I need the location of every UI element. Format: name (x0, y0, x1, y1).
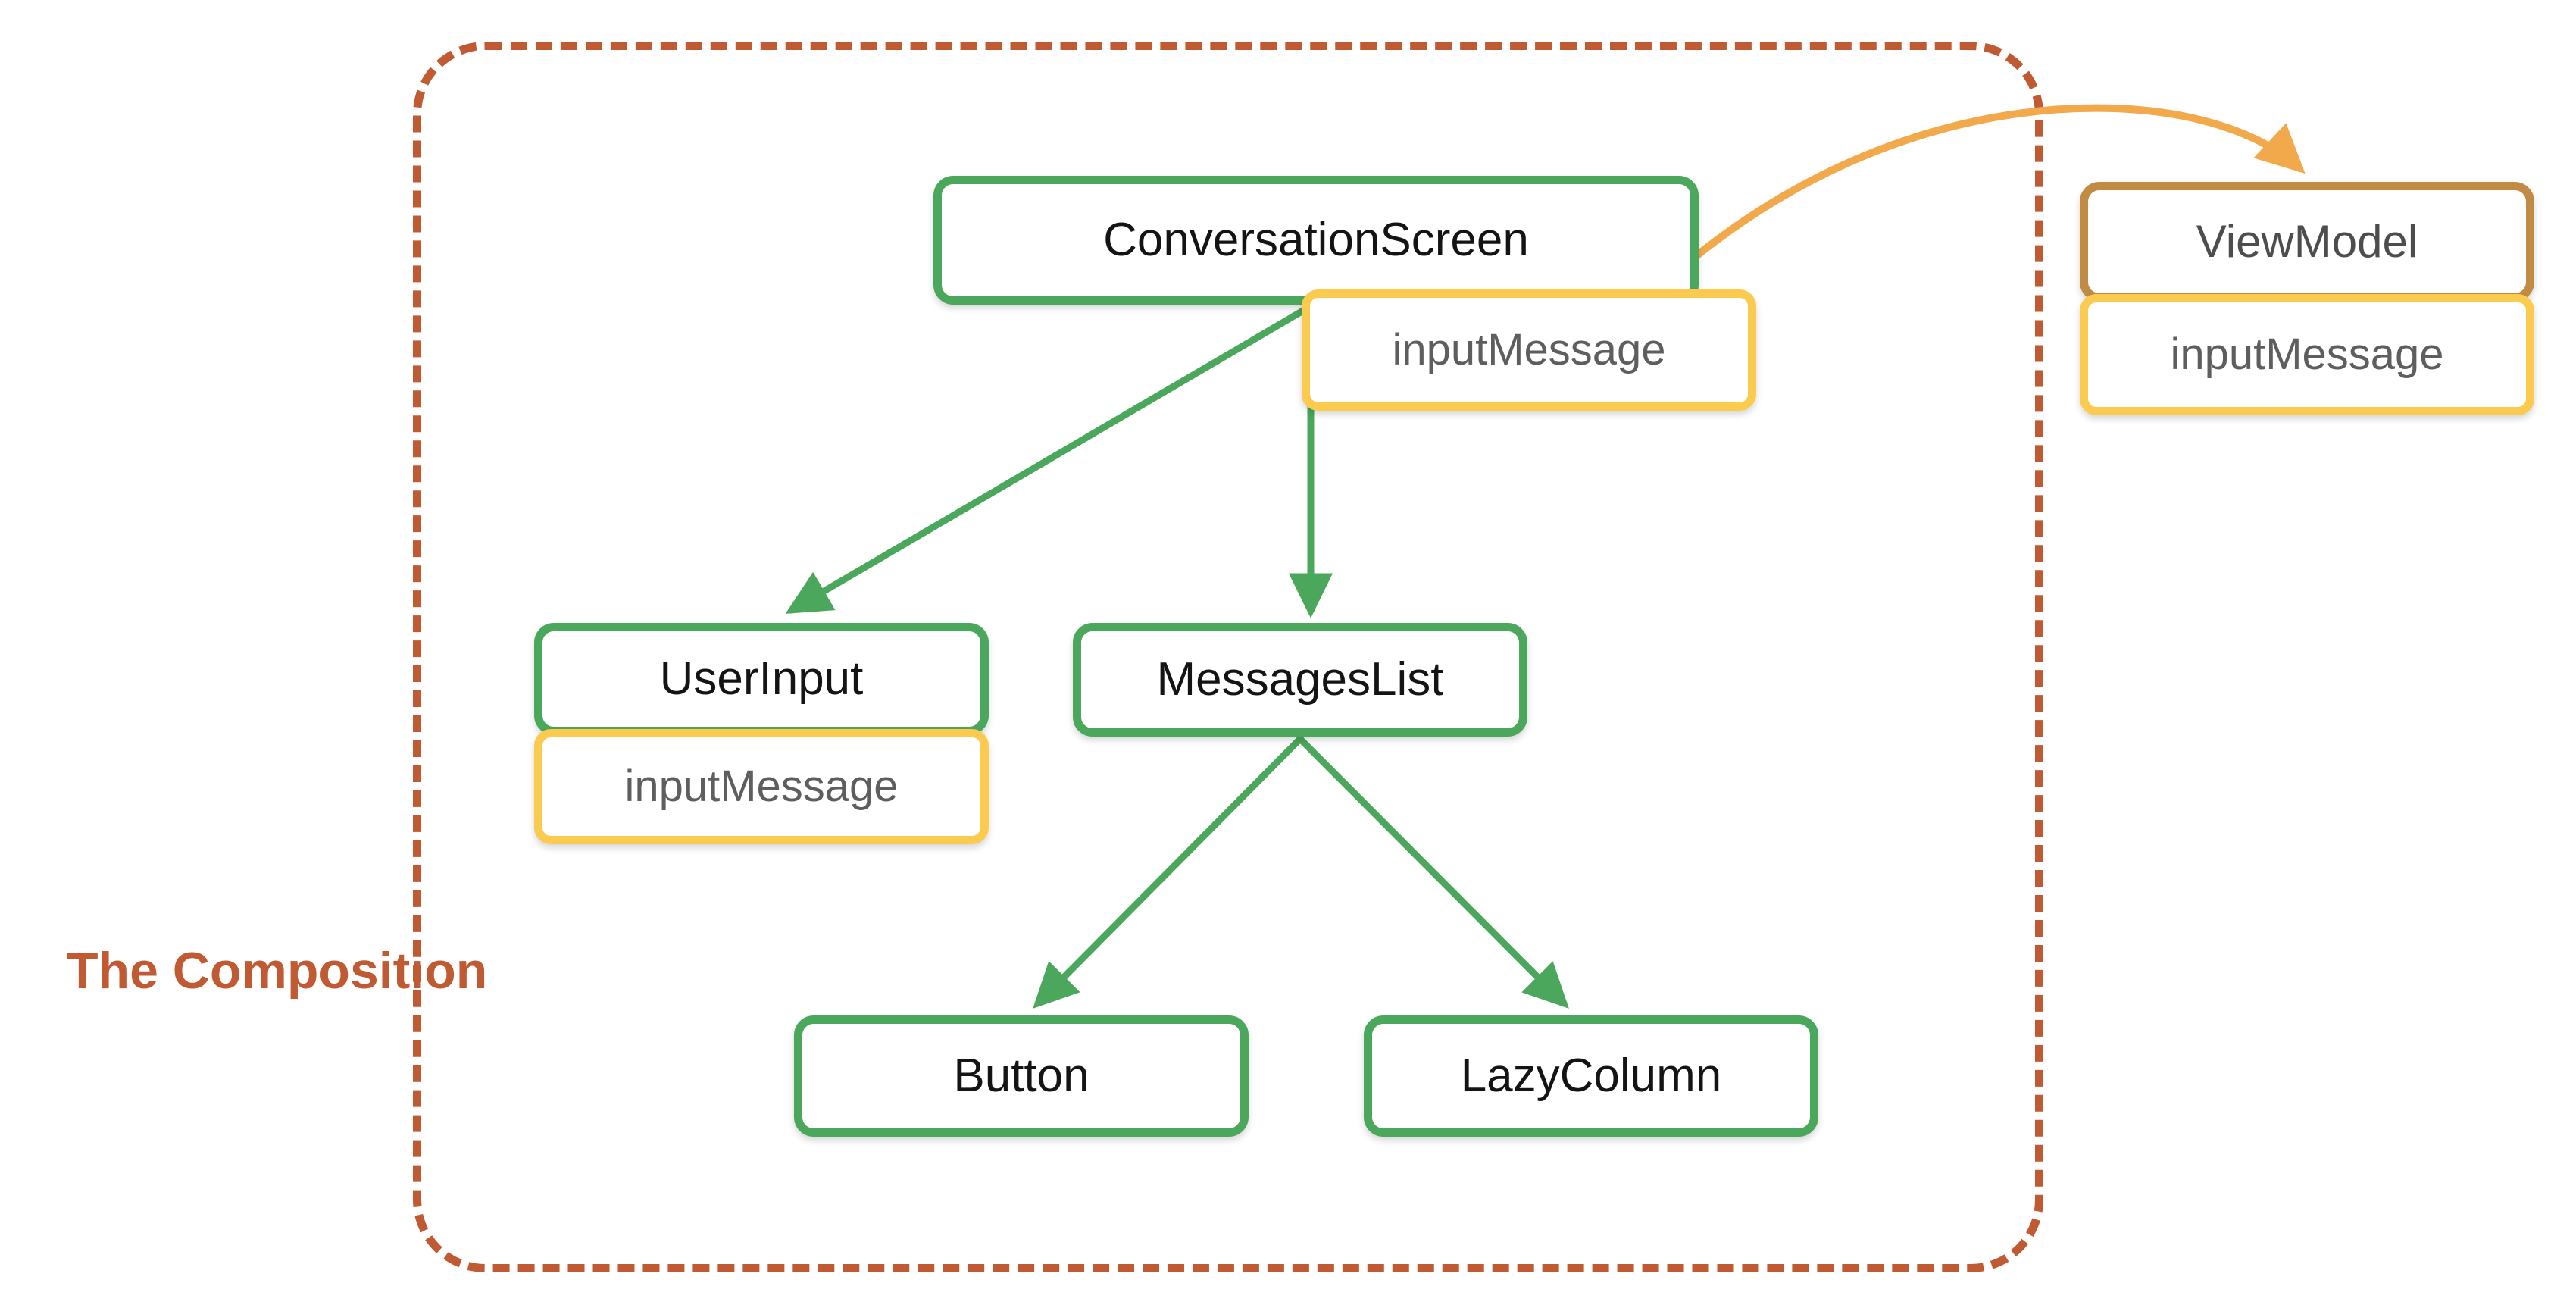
node-user-input-label: UserInput (659, 652, 864, 705)
composition-boundary-label: The Composition (67, 942, 488, 1000)
node-lazy-column[interactable]: LazyColumn (1364, 1015, 1818, 1137)
node-conversation-screen-state-label: inputMessage (1392, 325, 1666, 374)
node-button[interactable]: Button (794, 1015, 1249, 1137)
node-conversation-screen-state[interactable]: inputMessage (1302, 289, 1756, 411)
node-conversation-screen[interactable]: ConversationScreen (933, 176, 1699, 305)
node-viewmodel-label: ViewModel (2196, 216, 2418, 267)
node-messages-list-label: MessagesList (1156, 653, 1444, 706)
edge-messageslist-button (1033, 735, 1304, 1009)
node-conversation-screen-label: ConversationScreen (1103, 214, 1529, 266)
edge-messageslist-lazycolumn (1296, 735, 1569, 1009)
node-button-label: Button (953, 1050, 1089, 1102)
node-user-input-state[interactable]: inputMessage (534, 729, 989, 844)
node-user-input[interactable]: UserInput (534, 623, 989, 735)
node-viewmodel-state[interactable]: inputMessage (2080, 294, 2534, 415)
node-viewmodel[interactable]: ViewModel (2080, 182, 2534, 302)
edge-conversationscreen-userinput (785, 302, 1315, 614)
node-messages-list[interactable]: MessagesList (1073, 623, 1527, 737)
node-user-input-state-label: inputMessage (624, 762, 899, 811)
node-viewmodel-state-label: inputMessage (2170, 330, 2444, 379)
node-lazy-column-label: LazyColumn (1460, 1050, 1722, 1102)
